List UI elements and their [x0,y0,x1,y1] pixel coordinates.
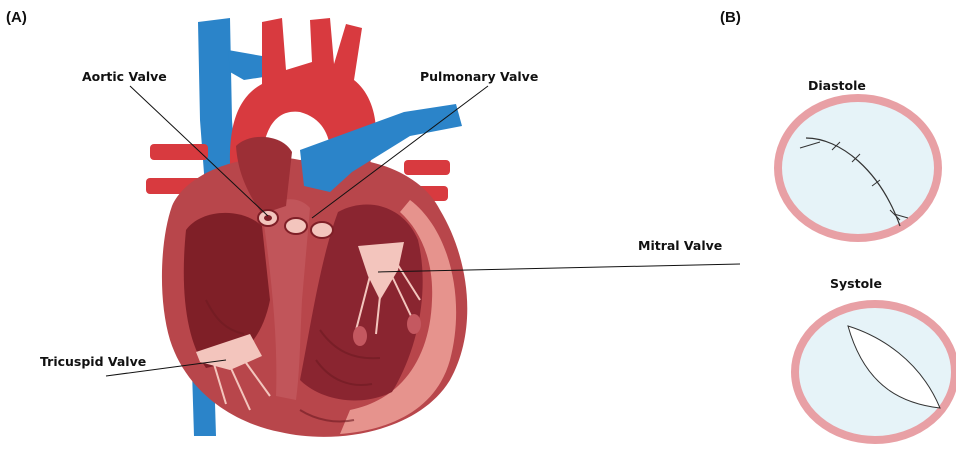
diastole-valve [778,98,938,238]
systole-label: Systole [830,276,882,291]
aortic-valve-shape [258,210,278,226]
mitral-valve-label: Mitral Valve [638,238,722,253]
pulmonary-valve-label: Pulmonary Valve [420,69,538,84]
panel-b: Diastole Systole [778,78,955,440]
systole-valve [795,304,955,440]
tricuspid-valve-label: Tricuspid Valve [40,354,146,369]
diastole-label: Diastole [808,78,866,93]
panel-b-label: (B) [720,9,741,26]
aortic-valve-label: Aortic Valve [82,69,167,84]
panel-a-label: (A) [6,9,27,26]
